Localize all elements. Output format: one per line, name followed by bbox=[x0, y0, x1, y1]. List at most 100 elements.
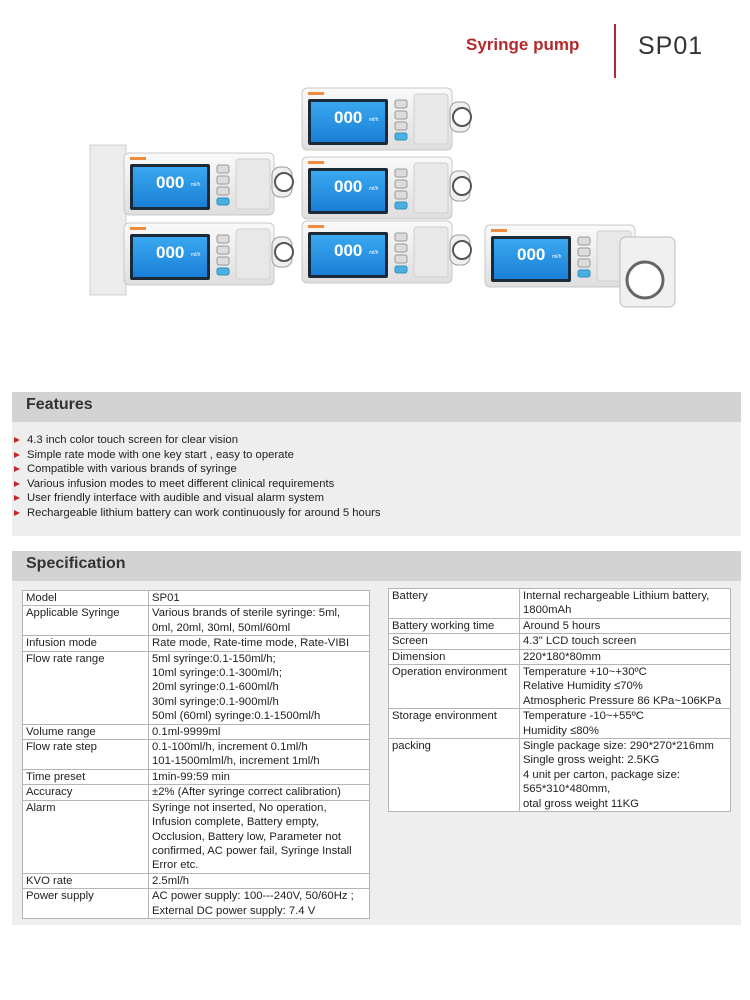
spec-label: packing bbox=[388, 738, 520, 813]
spec-value: 5ml syringe:0.1-150ml/h;10ml syringe:0.1… bbox=[148, 650, 370, 725]
spec-row: Alarm Syringe not inserted, No operation… bbox=[22, 799, 370, 874]
spec-value-line: 20ml syringe:0.1-600ml/h bbox=[152, 681, 279, 694]
spec-value-line: 0.1ml-9999ml bbox=[152, 725, 221, 738]
header-model: SP01 bbox=[638, 32, 704, 60]
spec-label: Storage environment bbox=[388, 708, 520, 740]
spec-value-line: Atmospheric Pressure 86 KPa~106KPa bbox=[523, 694, 722, 707]
spec-label: Dimension bbox=[388, 648, 520, 666]
spec-label: Volume range bbox=[22, 723, 149, 741]
spec-value-line: 220*180*80mm bbox=[523, 650, 601, 663]
feature-item: Simple rate mode with one key start , ea… bbox=[12, 448, 381, 463]
spec-value-line: AC power supply: 100---240V, 50/60Hz ; bbox=[152, 890, 354, 903]
spec-value: SP01 bbox=[148, 589, 370, 607]
spec-value-line: 4.3" LCD touch screen bbox=[523, 635, 637, 648]
feature-item: Various infusion modes to meet different… bbox=[12, 477, 381, 492]
spec-label: Accuracy bbox=[22, 784, 149, 801]
pump-left-lower bbox=[123, 222, 294, 286]
spec-value-line: 30ml syringe:0.1-900ml/h bbox=[152, 695, 279, 708]
spec-value: 4.3" LCD touch screen bbox=[519, 633, 731, 650]
spec-value-line: 1min-99:59 min bbox=[152, 770, 230, 783]
spec-label: Flow rate step bbox=[22, 739, 149, 770]
spec-label: Time preset bbox=[22, 768, 149, 786]
spec-value: Various brands of sterile syringe: 5ml,0… bbox=[148, 605, 370, 637]
feature-item: User friendly interface with audible and… bbox=[12, 491, 381, 506]
spec-value-line: 5ml syringe:0.1-150ml/h; bbox=[152, 652, 276, 665]
spec-value-line: otal gross weight 11KG bbox=[523, 797, 639, 810]
pump-top bbox=[301, 87, 472, 151]
spec-value-line: Around 5 hours bbox=[523, 619, 601, 632]
pump-left-upper bbox=[123, 152, 294, 216]
spec-value: 1min-99:59 min bbox=[148, 768, 370, 786]
spec-value-line: Various brands of sterile syringe: 5ml, bbox=[152, 607, 341, 620]
spec-value-line: 0ml, 20ml, 30ml, 50ml/60ml bbox=[152, 621, 291, 634]
spec-value: 0.1ml-9999ml bbox=[148, 723, 370, 741]
pump-middle bbox=[301, 156, 472, 220]
specification-heading: Specification bbox=[26, 555, 126, 572]
spec-value-line: Syringe not inserted, No operation, bbox=[152, 801, 327, 814]
spec-value-line: Infusion complete, Battery empty, bbox=[152, 816, 319, 829]
spec-value: Around 5 hours bbox=[519, 617, 731, 635]
spec-value-line: External DC power supply: 7.4 V bbox=[152, 904, 316, 917]
spec-label: Battery bbox=[388, 588, 520, 619]
spec-label: Battery working time bbox=[388, 617, 520, 635]
spec-value: Syringe not inserted, No operation, Infus… bbox=[148, 799, 370, 874]
features-panel: Features 4.3 inch color touch screen for… bbox=[12, 392, 741, 536]
feature-item: 4.3 inch color touch screen for clear vi… bbox=[12, 433, 381, 448]
features-header: Features bbox=[12, 392, 741, 422]
spec-value-line: Humidity ≤80% bbox=[523, 724, 599, 737]
spec-value-line: 2.5ml/h bbox=[152, 874, 190, 887]
spec-value-line: SP01 bbox=[152, 592, 180, 604]
spec-value-line: Error etc. bbox=[152, 859, 199, 872]
lcd-readout: 000 bbox=[156, 173, 184, 192]
lcd-unit: ml/h bbox=[552, 254, 562, 260]
spec-value-line: 565*310*480mm, bbox=[523, 783, 611, 796]
lcd-unit: ml/h bbox=[191, 252, 201, 258]
header-title: Syringe pump bbox=[466, 35, 580, 54]
spec-value: 2.5ml/h bbox=[148, 872, 370, 890]
spec-value: AC power supply: 100---240V, 50/60Hz ; E… bbox=[148, 888, 370, 919]
specification-header: Specification bbox=[12, 551, 741, 581]
spec-value: Internal rechargeable Lithium battery,18… bbox=[519, 588, 731, 619]
spec-value: Temperature +10~+30ºC Relative Humidity … bbox=[519, 664, 731, 710]
spec-value-line: Single gross weight: 2.5KG bbox=[523, 754, 660, 767]
spec-value-line: Occlusion, Battery low, Parameter not bbox=[152, 830, 341, 843]
lcd-unit: ml/h bbox=[369, 250, 379, 256]
spec-label: Model bbox=[22, 589, 149, 607]
spec-label: KVO rate bbox=[22, 872, 149, 890]
feature-item: Compatible with various brands of syring… bbox=[12, 462, 381, 477]
spec-value-line: 101-1500mlml/h, increment 1ml/h bbox=[152, 755, 320, 768]
spec-value: ±2% (After syringe correct calibration) bbox=[148, 784, 370, 801]
lcd-readout: 000 bbox=[517, 245, 545, 264]
spec-value-line: ±2% (After syringe correct calibration) bbox=[152, 786, 341, 799]
lcd-unit: ml/h bbox=[369, 186, 379, 192]
spec-value: 220*180*80mm bbox=[519, 648, 731, 666]
lcd-unit: ml/h bbox=[191, 182, 201, 188]
features-heading: Features bbox=[26, 396, 93, 413]
spec-row: Accuracy±2% (After syringe correct calib… bbox=[22, 784, 370, 801]
spec-value: Rate mode, Rate-time mode, Rate-VIBI bbox=[148, 635, 370, 652]
lcd-readout: 000 bbox=[334, 241, 362, 260]
lcd-readout: 000 bbox=[334, 108, 362, 127]
spec-label: Applicable Syringe bbox=[22, 605, 149, 637]
spec-value: Temperature -10~+55ºC Humidity ≤80% bbox=[519, 708, 731, 740]
spec-value-line: Temperature -10~+55ºC bbox=[523, 710, 644, 723]
spec-value-line: Relative Humidity ≤70% bbox=[523, 680, 643, 693]
features-list: 4.3 inch color touch screen for clear vi… bbox=[12, 433, 381, 521]
